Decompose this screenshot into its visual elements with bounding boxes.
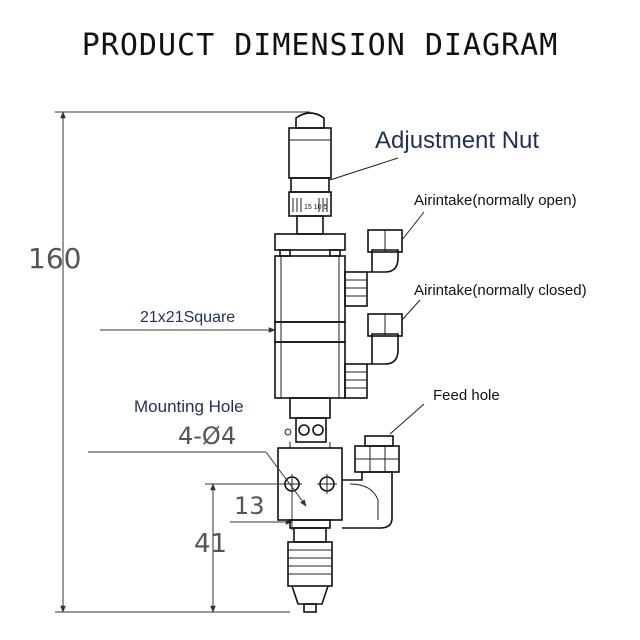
hole-spec-value: 4-Ø4 <box>178 422 236 450</box>
screw-right <box>312 424 324 436</box>
air-intake-open-fitting <box>344 211 425 307</box>
lower-height-value: 41 <box>194 529 227 559</box>
hole-offset-dimension: 13 <box>230 492 293 530</box>
main-body <box>274 233 346 399</box>
overall-height-dimension: 160 <box>28 111 310 613</box>
nozzle <box>287 519 333 613</box>
scale-marks: 15 10 5 <box>304 204 327 211</box>
overall-height-value: 160 <box>28 242 81 275</box>
square-dimension: 21x21Square <box>100 309 276 333</box>
air-intake-closed-label: Airintake(normally closed) <box>414 282 587 299</box>
knurl-marks <box>292 198 328 212</box>
feed-hole-fitting <box>342 403 425 529</box>
page-title: PRODUCT DIMENSION DIAGRAM <box>81 28 559 63</box>
hole-offset-value: 13 <box>234 492 265 520</box>
mounting-block <box>277 447 343 521</box>
adjustment-nut-label: Adjustment Nut <box>375 127 539 154</box>
air-intake-open-label: Airintake(normally open) <box>414 192 577 209</box>
feed-hole-label: Feed hole <box>433 387 500 404</box>
adjustment-nut: 15 10 5 <box>288 112 399 235</box>
square-label: 21x21Square <box>140 309 235 326</box>
valve-section <box>284 397 331 448</box>
mounting-hole-callout: Mounting Hole 4-Ø4 <box>88 397 307 507</box>
lower-height-dimension: 41 <box>194 483 282 613</box>
mounting-hole-label: Mounting Hole <box>134 397 244 416</box>
screw-left <box>298 424 310 436</box>
air-intake-closed-fitting <box>344 299 421 399</box>
